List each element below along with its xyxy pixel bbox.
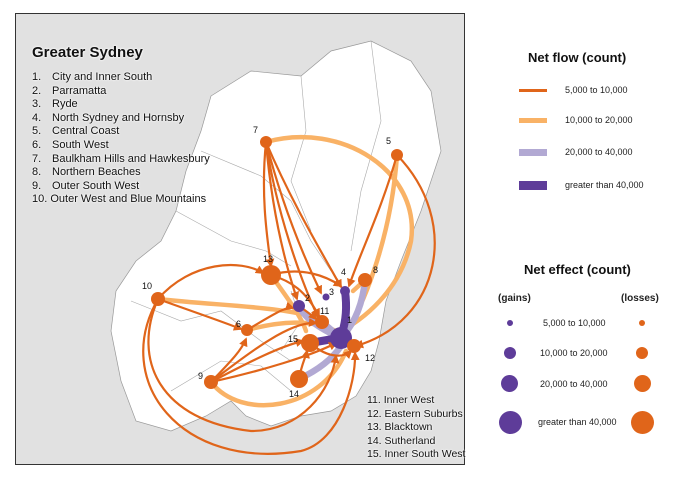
svg-text:1: 1 (347, 315, 352, 325)
svg-text:13: 13 (263, 254, 273, 264)
loss-dot-large (634, 375, 651, 392)
legend-effect-title: Net effect (count) (524, 262, 631, 277)
region-item: 11. Inner West (367, 394, 435, 406)
node-1 (330, 327, 352, 349)
region-item: 4.North Sydney and Hornsby (32, 111, 185, 124)
loss-dot-xlarge (631, 411, 654, 434)
node-9 (204, 375, 218, 389)
svg-text:15: 15 (288, 334, 298, 344)
effect-label: 5,000 to 10,000 (543, 318, 606, 328)
svg-text:6: 6 (236, 319, 241, 329)
node-10 (151, 292, 165, 306)
node-2 (293, 300, 305, 312)
map-frame: 1 2 3 4 5 6 7 8 9 10 11 12 13 14 15 (15, 13, 465, 465)
loss-dot-medium (636, 347, 648, 359)
node-3 (322, 293, 330, 301)
svg-text:14: 14 (289, 389, 299, 399)
effect-label: 20,000 to 40,000 (540, 379, 608, 389)
flow-line-swatch (519, 117, 547, 123)
region-item: 1.City and Inner South (32, 71, 153, 83)
flow-line-swatch (519, 88, 547, 92)
region-item: 14. Sutherland (367, 434, 436, 447)
svg-text:4: 4 (341, 267, 346, 277)
region-item: 7.Baulkham Hills and Hawkesbury (32, 152, 210, 165)
effect-label: greater than 40,000 (538, 417, 617, 427)
gain-dot-xlarge (499, 411, 522, 434)
svg-text:9: 9 (198, 371, 203, 381)
losses-label: (losses) (621, 293, 659, 304)
node-12 (347, 339, 361, 353)
svg-text:8: 8 (373, 265, 378, 275)
svg-text:11: 11 (320, 306, 329, 316)
region-list-secondary: 11. Inner West 12. Eastern Suburbs 13. B… (367, 394, 465, 462)
node-14 (290, 370, 308, 388)
gain-dot-small (507, 320, 513, 326)
node-13 (261, 265, 281, 285)
flow-map: 1 2 3 4 5 6 7 8 9 10 11 12 13 14 15 (110, 40, 442, 455)
region-item: 6.South West (32, 138, 109, 151)
node-7 (260, 136, 272, 148)
region-item: 13. Blacktown (367, 421, 433, 434)
flow-line-swatch (519, 180, 547, 190)
region-item: 3.Ryde (32, 98, 78, 111)
svg-text:10: 10 (142, 281, 152, 291)
region-list: 1.City and Inner South 2.Parramatta 3.Ry… (32, 71, 210, 207)
legend-flow-item: greater than 40,000 (519, 180, 644, 190)
svg-text:7: 7 (253, 125, 258, 135)
node-6 (241, 324, 253, 336)
region-item: 10. Outer West and Blue Mountains (32, 193, 207, 206)
node-5 (391, 149, 403, 161)
gain-dot-medium (504, 347, 516, 359)
svg-text:12: 12 (365, 353, 375, 363)
region-item: 9.Outer South West (32, 179, 140, 192)
legend-flow-item: 5,000 to 10,000 (519, 85, 628, 95)
node-8 (358, 273, 372, 287)
gain-dot-large (501, 375, 518, 392)
legend-flow-item: 20,000 to 40,000 (519, 147, 633, 157)
flow-line-swatch (519, 148, 547, 156)
legend-flow-item: 10,000 to 20,000 (519, 115, 633, 125)
svg-text:5: 5 (386, 136, 391, 146)
region-item: 15. Inner South West (367, 448, 466, 461)
svg-text:2: 2 (305, 293, 310, 303)
map-title: Greater Sydney (32, 44, 143, 61)
region-item: 2.Parramatta (32, 84, 107, 97)
loss-dot-small (639, 320, 645, 326)
node-11 (315, 315, 329, 329)
region-item: 5.Central Coast (32, 125, 120, 138)
svg-text:3: 3 (329, 287, 334, 297)
node-15 (301, 334, 319, 352)
effect-label: 10,000 to 20,000 (540, 348, 608, 358)
region-item: 12. Eastern Suburbs (367, 407, 463, 420)
legend-flow-title: Net flow (count) (528, 50, 627, 65)
region-item: 8.Northern Beaches (32, 166, 141, 179)
node-4 (340, 286, 350, 296)
gains-label: (gains) (498, 293, 531, 304)
